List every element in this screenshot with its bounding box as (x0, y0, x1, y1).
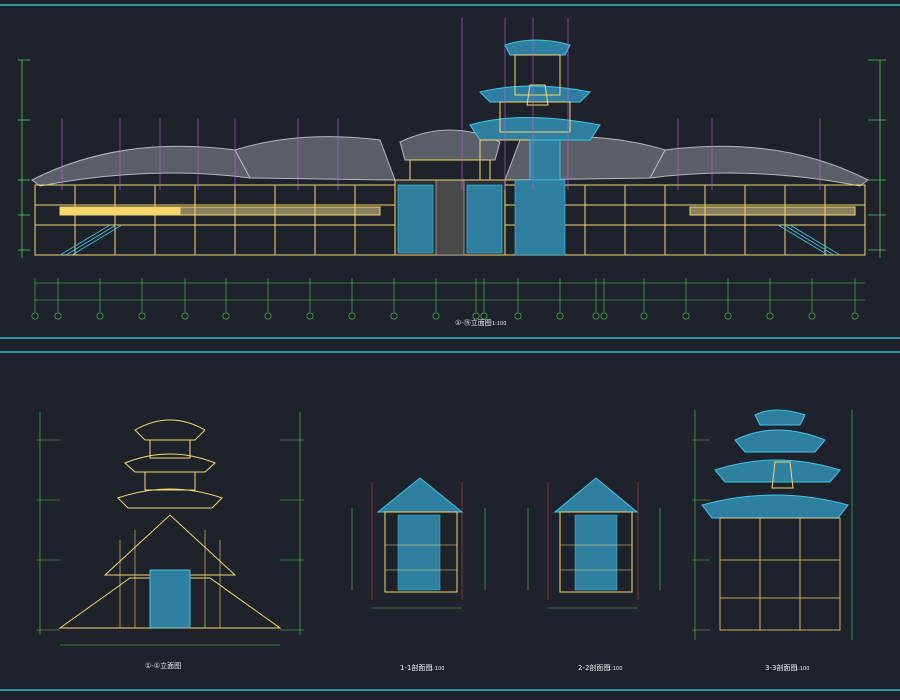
axis-bubble (31, 312, 39, 320)
section-3-scale: 1:100 (795, 666, 809, 672)
axis-bubble (600, 312, 608, 320)
section-1-caption: 1-1剖面图 (400, 663, 432, 672)
axis-bubble (766, 312, 774, 320)
section-2-caption: 2-2剖面图 (578, 663, 610, 672)
axis-bubble (851, 312, 859, 320)
central-tower (394, 39, 601, 256)
section-1: 1-1剖面图 1:100 (351, 477, 486, 672)
axis-bubble (390, 312, 398, 320)
side-elevation: ①-①立面图 (36, 412, 304, 670)
left-stair (59, 224, 123, 256)
section-2: 2-2剖面图 1:100 (527, 477, 661, 672)
axis-bubble (306, 312, 314, 320)
axis-bubble (724, 312, 732, 320)
axis-bubble (138, 312, 146, 320)
section-1-scale: 1:100 (430, 666, 444, 672)
leader-lines (61, 18, 821, 190)
axis-bubble (54, 312, 62, 320)
sheet-frame (0, 4, 900, 691)
section-2-scale: 1:100 (608, 666, 622, 672)
axis-bubble (556, 312, 564, 320)
main-elevation: ①-⑲立面图 1:100 (18, 18, 886, 327)
axis-bubble (348, 312, 356, 320)
level-markers-right (868, 59, 886, 258)
axis-bubble (808, 312, 816, 320)
axis-bubble (432, 312, 440, 320)
side-elevation-caption: ①-①立面图 (145, 661, 181, 670)
main-elevation-caption: ①-⑲立面图 (455, 318, 492, 327)
section-3: 3-3剖面图 1:100 (692, 409, 853, 672)
right-stair (777, 224, 841, 256)
left-wing-roof-2 (234, 136, 396, 181)
axis-bubble (96, 312, 104, 320)
axis-bubble (682, 312, 690, 320)
axis-bubble (514, 312, 522, 320)
main-elevation-scale: 1:100 (492, 321, 506, 327)
axis-bubble (222, 312, 230, 320)
axis-bubble (472, 312, 480, 320)
level-markers-left (18, 59, 30, 258)
axis-bubble (480, 312, 488, 320)
axis-bubble (181, 312, 189, 320)
axis-bubble (264, 312, 272, 320)
axis-bubble (592, 312, 600, 320)
axis-bubble (640, 312, 648, 320)
axis-ticks (31, 278, 859, 320)
section-3-caption: 3-3剖面图 (765, 663, 797, 672)
axis-grid (35, 282, 865, 301)
